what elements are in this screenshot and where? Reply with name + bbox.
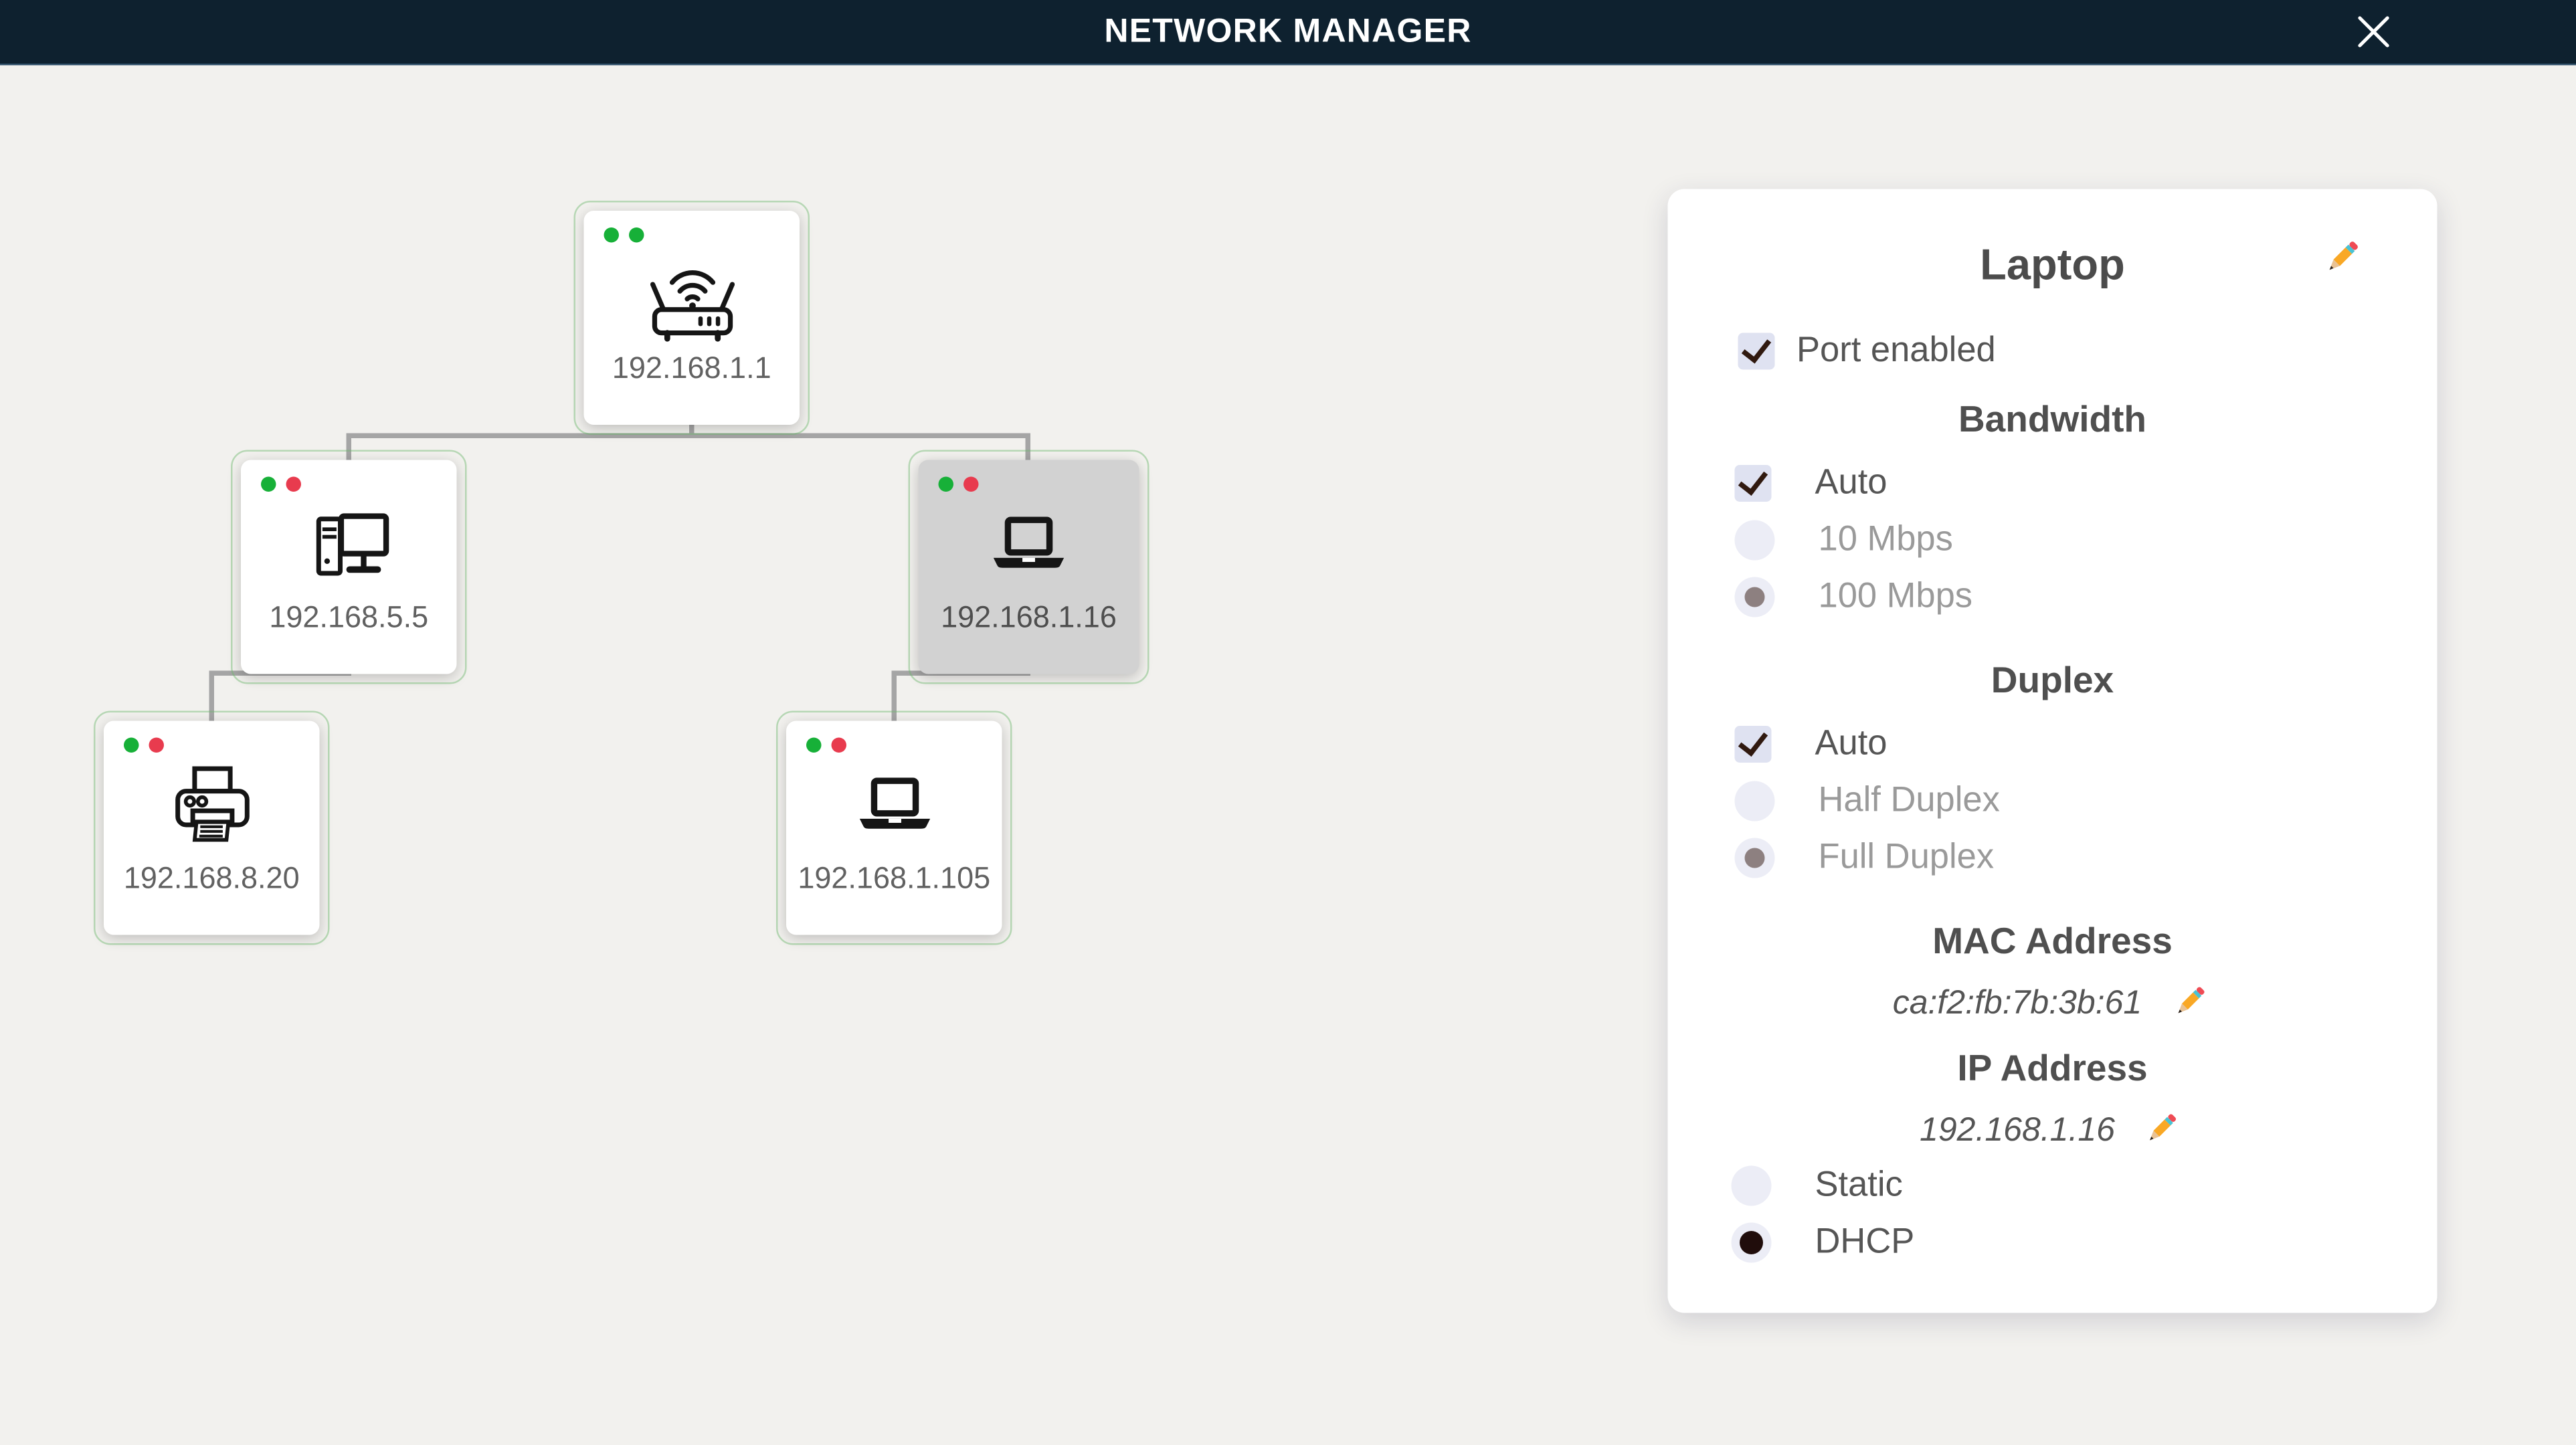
router-icon <box>640 248 743 345</box>
app-title: NETWORK MANAGER <box>1104 12 1472 50</box>
ip-address-row: 192.168.1.16 <box>1668 1104 2437 1157</box>
status-dot-green <box>261 476 276 492</box>
status-dots <box>604 227 644 243</box>
status-dot-green <box>629 227 644 243</box>
laptop-icon <box>979 497 1079 594</box>
duplex-half-row: Half Duplex <box>1734 773 2437 830</box>
port-enabled-row: Port enabled <box>1738 331 2437 371</box>
node-ip-label: 192.168.8.20 <box>123 861 300 895</box>
duplex-auto-row: Auto <box>1734 716 2437 773</box>
bandwidth-100mbps-row: 100 Mbps <box>1734 569 2437 625</box>
duplex-half-radio[interactable] <box>1734 781 1775 822</box>
laptop-icon <box>844 758 944 855</box>
node-ip-label: 192.168.1.16 <box>941 600 1117 634</box>
device-name: Laptop <box>1980 239 2125 290</box>
duplex-heading: Duplex <box>1991 659 2114 701</box>
node-router[interactable]: 192.168.1.1 <box>573 201 810 435</box>
node-laptop-selected[interactable]: 192.168.1.16 <box>908 450 1149 684</box>
status-dots <box>124 737 164 753</box>
connector-laptop1-laptop2-v <box>891 670 897 725</box>
duplex-full-radio[interactable] <box>1734 838 1775 878</box>
panel-title-row: Laptop <box>1668 239 2437 292</box>
status-dot-red <box>149 737 164 753</box>
bandwidth-auto-row: Auto <box>1734 455 2437 512</box>
node-desktop[interactable]: 192.168.5.5 <box>231 450 467 684</box>
dhcp-row: DHCP <box>1731 1214 2437 1271</box>
node-ip-label: 192.168.1.1 <box>612 351 771 385</box>
duplex-auto-checkbox[interactable] <box>1734 726 1772 763</box>
bandwidth-10mbps-label[interactable]: 10 Mbps <box>1818 520 1953 559</box>
port-enabled-checkbox[interactable] <box>1738 332 1775 370</box>
dhcp-label[interactable]: DHCP <box>1815 1222 1915 1262</box>
connector-bus <box>346 433 1030 438</box>
bandwidth-100mbps-radio[interactable] <box>1734 577 1775 617</box>
device-settings-panel: Laptop Port enabled Bandwidth Auto 10 Mb… <box>1667 189 2437 1313</box>
static-row: Static <box>1731 1157 2437 1214</box>
bandwidth-heading: Bandwidth <box>1958 398 2147 440</box>
connector-drop-laptop1 <box>1025 433 1030 464</box>
edit-mac-pencil-icon[interactable] <box>2169 982 2212 1026</box>
bandwidth-10mbps-radio[interactable] <box>1734 520 1775 561</box>
desktop-icon <box>297 497 401 594</box>
mac-address-heading: MAC Address <box>1932 920 2173 962</box>
status-dot-red <box>286 476 301 492</box>
connector-desktop-printer-v <box>209 670 214 725</box>
edit-ip-pencil-icon[interactable] <box>2142 1109 2185 1153</box>
dhcp-radio[interactable] <box>1731 1222 1772 1263</box>
bandwidth-auto-label[interactable]: Auto <box>1815 463 1888 502</box>
title-bar: NETWORK MANAGER <box>0 0 2576 66</box>
status-dot-green <box>938 476 953 492</box>
edit-device-name-pencil-icon[interactable] <box>2320 236 2364 280</box>
mac-address-row: ca:f2:fb:7b:3b:61 <box>1668 977 2437 1030</box>
printer-icon <box>163 758 260 855</box>
duplex-auto-label[interactable]: Auto <box>1815 724 1888 763</box>
status-dot-green <box>806 737 822 753</box>
node-laptop2[interactable]: 192.168.1.105 <box>776 710 1012 945</box>
connector-drop-desktop <box>346 433 351 464</box>
node-ip-label: 192.168.1.105 <box>798 861 991 895</box>
status-dot-red <box>963 476 979 492</box>
status-dots <box>806 737 846 753</box>
ip-address-value: 192.168.1.16 <box>1920 1111 2115 1149</box>
bandwidth-10mbps-row: 10 Mbps <box>1734 512 2437 569</box>
duplex-full-label[interactable]: Full Duplex <box>1818 838 1995 877</box>
connector-router-stub <box>689 423 695 437</box>
close-icon[interactable] <box>2355 13 2392 50</box>
ip-address-heading: IP Address <box>1957 1047 2148 1089</box>
node-ip-label: 192.168.5.5 <box>269 600 429 634</box>
bandwidth-100mbps-label[interactable]: 100 Mbps <box>1818 577 1973 616</box>
status-dot-green <box>124 737 139 753</box>
status-dots <box>261 476 301 492</box>
static-radio[interactable] <box>1731 1165 1772 1206</box>
static-label[interactable]: Static <box>1815 1165 1903 1205</box>
duplex-half-label[interactable]: Half Duplex <box>1818 781 2000 820</box>
node-printer[interactable]: 192.168.8.20 <box>94 710 330 945</box>
mac-address-value: ca:f2:fb:7b:3b:61 <box>1892 984 2142 1022</box>
port-enabled-label[interactable]: Port enabled <box>1797 331 1996 370</box>
status-dots <box>938 476 979 492</box>
status-dot-green <box>604 227 619 243</box>
duplex-full-row: Full Duplex <box>1734 830 2437 886</box>
status-dot-red <box>831 737 846 753</box>
bandwidth-auto-checkbox[interactable] <box>1734 465 1772 502</box>
